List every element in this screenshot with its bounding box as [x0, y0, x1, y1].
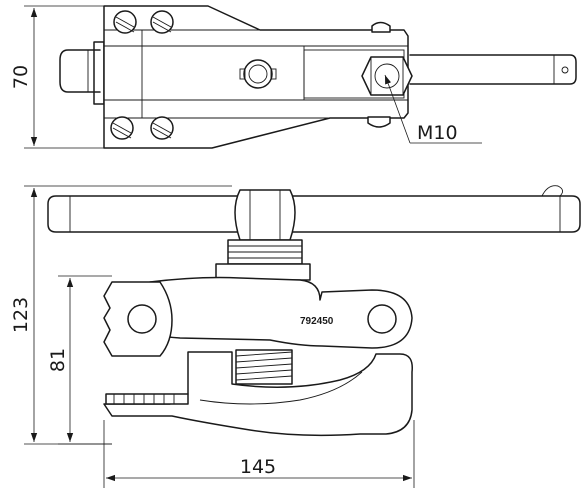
top-view — [59, 5, 577, 149]
dimension-70: 70 — [10, 5, 104, 149]
spring — [235, 349, 293, 385]
part-number: 792450 — [300, 316, 334, 327]
dimension-81: 81 — [47, 275, 112, 445]
dim-overall-height: 123 — [10, 297, 32, 333]
dim-overall-width: 145 — [240, 456, 276, 478]
dimension-123: 123 — [10, 185, 232, 445]
center-boss — [239, 59, 277, 89]
side-view: 792450 — [47, 185, 581, 437]
screw-head-icon — [110, 116, 134, 140]
hex-nut — [361, 56, 413, 96]
dim-jaw-height: 81 — [47, 348, 69, 372]
dim-top-height: 70 — [10, 65, 32, 89]
dimension-145: 145 — [103, 420, 415, 488]
thread-label: M10 — [417, 122, 458, 144]
screw-head-icon — [150, 116, 174, 140]
m10-callout: M10 — [384, 74, 482, 144]
screw-head-icon — [113, 10, 137, 34]
screw-head-icon — [150, 10, 174, 34]
